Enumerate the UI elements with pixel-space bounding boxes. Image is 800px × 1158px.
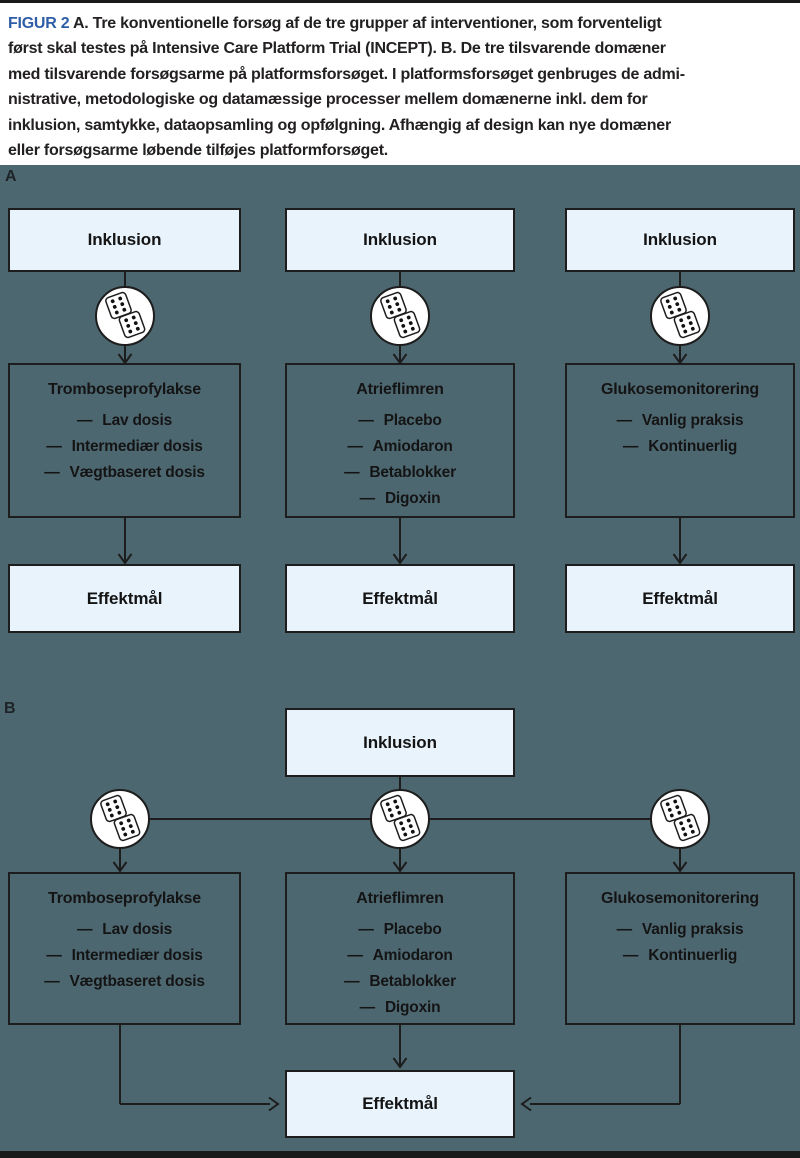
caption-line: med tilsvarende forsøgsarme på platforms…: [8, 65, 685, 83]
caption-line: FIGUR 2 A. Tre konventionelle forsøg af …: [8, 11, 798, 36]
domain-item: —Placebo: [287, 917, 513, 943]
domain-title: Glukosemonitorering: [601, 890, 759, 907]
bullet-dash: —: [76, 921, 93, 938]
domain-item: —Lav dosis: [10, 408, 239, 434]
bullet-dash: —: [46, 438, 62, 455]
outcome-box: Effektmål: [285, 564, 515, 633]
bullet-dash: —: [347, 438, 363, 455]
outcome-box: Effektmål: [8, 564, 241, 633]
arrowhead-down: [672, 353, 688, 365]
arrowhead-down: [392, 553, 408, 565]
domain-item: —Amiodaron: [287, 943, 513, 969]
arrowhead-down: [392, 1057, 408, 1069]
randomization-dice-icon: [370, 286, 430, 346]
bullet-dash: —: [358, 921, 374, 938]
domain-item: —Vanlig praksis: [567, 917, 793, 943]
bullet-dash: —: [76, 412, 93, 429]
domain-box-thromboprophylaxis: Tromboseprofylakse —Lav dosis —Intermedi…: [8, 363, 241, 518]
arrowhead-down: [672, 861, 688, 873]
domain-item: —Betablokker: [287, 969, 513, 995]
domain-title: Atrieflimren: [356, 381, 444, 398]
figure-caption: FIGUR 2 A. Tre konventionelle forsøg af …: [8, 11, 798, 163]
caption-text: A. Tre konventionelle forsøg af de tre g…: [72, 15, 662, 32]
domain-title: Glukosemonitorering: [601, 381, 759, 398]
domain-item: —Lav dosis: [10, 917, 239, 943]
domain-title: Atrieflimren: [356, 890, 444, 907]
domain-item: —Digoxin: [287, 486, 513, 512]
domain-item: —Vægtbaseret dosis: [10, 460, 239, 486]
figur-label: FIGUR 2: [8, 15, 70, 32]
domain-box-glucose-monitoring: Glukosemonitorering —Vanlig praksis —Kon…: [565, 872, 795, 1025]
arrowhead-down: [392, 861, 408, 873]
bullet-dash: —: [46, 947, 62, 964]
randomization-dice-icon: [90, 789, 150, 849]
outcome-box: Effektmål: [565, 564, 795, 633]
inclusion-box: Inklusion: [285, 708, 515, 777]
domain-item: —Digoxin: [287, 995, 513, 1021]
arrowhead-down: [672, 553, 688, 565]
inclusion-box: Inklusion: [8, 208, 241, 272]
bottom-rule: [0, 1151, 800, 1158]
caption-background-band: [0, 0, 800, 165]
bullet-dash: —: [344, 973, 360, 990]
domain-box-glucose-monitoring: Glukosemonitorering —Vanlig praksis —Kon…: [565, 363, 795, 518]
domain-title: Tromboseprofylakse: [48, 381, 201, 398]
bullet-dash: —: [359, 490, 376, 507]
bullet-dash: —: [44, 464, 60, 481]
inclusion-box: Inklusion: [285, 208, 515, 272]
bullet-dash: —: [622, 947, 639, 964]
arrowhead-down: [112, 861, 128, 873]
caption-line: nistrative, metodologiske og datamæssige…: [8, 91, 648, 109]
domain-item: —Intermediær dosis: [10, 434, 239, 460]
domain-item: —Intermediær dosis: [10, 943, 239, 969]
top-rule: [0, 0, 800, 3]
bullet-dash: —: [616, 921, 633, 938]
domain-box-thromboprophylaxis: Tromboseprofylakse —Lav dosis —Intermedi…: [8, 872, 241, 1025]
arrowhead-down: [117, 553, 133, 565]
domain-item: —Vanlig praksis: [567, 408, 793, 434]
outcome-box: Effektmål: [285, 1070, 515, 1138]
bullet-dash: —: [347, 947, 363, 964]
bullet-dash: —: [622, 438, 639, 455]
bullet-dash: —: [616, 412, 633, 429]
domain-box-atrial-fibrillation: Atrieflimren —Placebo —Amiodaron —Betabl…: [285, 363, 515, 518]
caption-line: først skal testes på Intensive Care Plat…: [8, 40, 666, 58]
panel-a-label: A: [5, 168, 18, 185]
arrowhead-down: [392, 353, 408, 365]
domain-item: —Placebo: [287, 408, 513, 434]
arrowhead-left: [520, 1096, 532, 1112]
inclusion-box: Inklusion: [565, 208, 795, 272]
bullet-dash: —: [359, 999, 376, 1016]
randomization-dice-icon: [95, 286, 155, 346]
panel-b-label: B: [4, 700, 17, 717]
domain-item: —Vægtbaseret dosis: [10, 969, 239, 995]
randomization-dice-icon: [370, 789, 430, 849]
caption-line: eller forsøgsarme løbende tilføjes platf…: [8, 142, 388, 160]
domain-box-atrial-fibrillation: Atrieflimren —Placebo —Amiodaron —Betabl…: [285, 872, 515, 1025]
randomization-dice-icon: [650, 789, 710, 849]
domain-title: Tromboseprofylakse: [48, 890, 201, 907]
arrowhead-down: [117, 353, 133, 365]
bullet-dash: —: [358, 412, 374, 429]
caption-line: inklusion, samtykke, dataopsamling og op…: [8, 116, 671, 134]
bullet-dash: —: [44, 973, 60, 990]
domain-item: —Kontinuerlig: [567, 943, 793, 969]
arrowhead-right: [268, 1096, 280, 1112]
domain-item: —Kontinuerlig: [567, 434, 793, 460]
randomization-dice-icon: [650, 286, 710, 346]
domain-item: —Betablokker: [287, 460, 513, 486]
bullet-dash: —: [344, 464, 360, 481]
domain-item: —Amiodaron: [287, 434, 513, 460]
